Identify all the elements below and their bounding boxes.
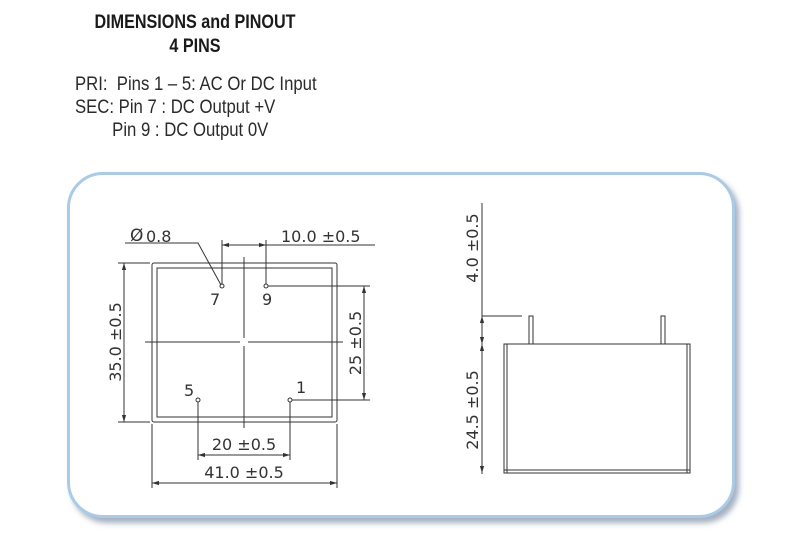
top-view [118,240,375,488]
drawing-panel [67,172,735,518]
pin-length-label: 4.0 ±0.5 [463,213,482,282]
width-label: 41.0 ±0.5 [204,463,284,482]
pin-spacing-vertical-label: 25 ±0.5 [346,311,365,375]
pin-spacing-top-label: 10.0 ±0.5 [281,227,361,246]
pin-5-label: 5 [184,381,194,400]
pinout-sec-pin9: Pin 9 : DC Output 0V [75,120,269,141]
pin-1-label: 1 [296,378,306,397]
pin-5 [195,397,201,403]
pin-9-label: 9 [262,290,272,309]
pin-1 [287,397,293,403]
pinout-sec-pin7: SEC: Pin 7 : DC Output +V [75,97,276,118]
side-body [503,343,691,474]
pin-9 [263,283,269,289]
title-line-2: 4 PINS [169,36,221,57]
pin-7-label: 7 [210,290,220,309]
side-pin-right [660,315,666,345]
diameter-symbol: Ø [130,226,143,246]
pin-spacing-bottom-label: 20 ±0.5 [212,435,276,454]
diameter-label: 0.8 [146,227,171,246]
height-label: 35.0 ±0.5 [106,302,125,382]
pinout-pri: PRI: Pins 1 – 5: AC Or DC Input [75,74,317,95]
body-height-label: 24.5 ±0.5 [463,370,482,450]
title-line-1: DIMENSIONS and PINOUT [94,12,296,33]
side-pin-left [528,315,534,345]
side-view [479,203,691,474]
